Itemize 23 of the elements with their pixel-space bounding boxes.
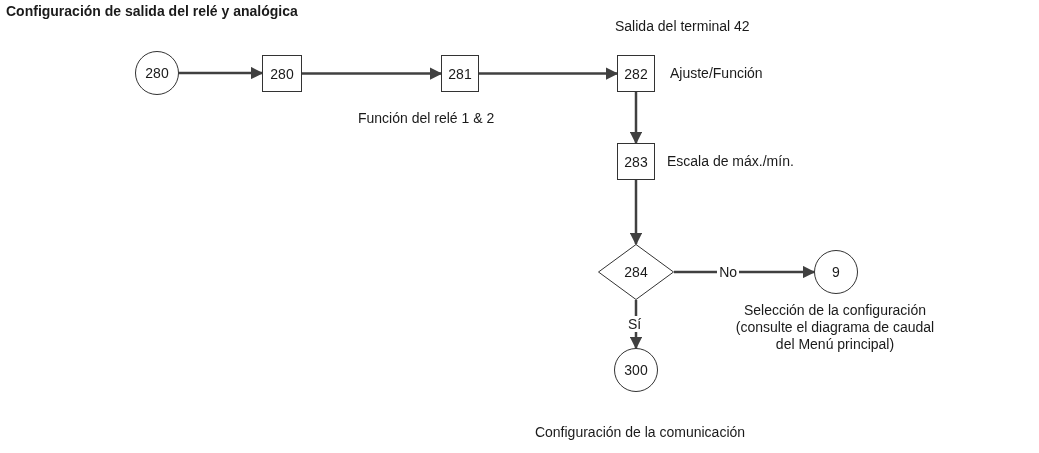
- arrow: [479, 67, 619, 80]
- arrow: [179, 66, 264, 80]
- connector-circle: 280: [135, 51, 179, 95]
- node-caption: Salida del terminal 42: [615, 18, 751, 35]
- node-caption: Escala de máx./mín.: [667, 153, 795, 170]
- process-box: 280: [262, 55, 302, 92]
- decision-diamond: 284: [598, 244, 674, 300]
- node-caption: Función del relé 1 & 2: [358, 110, 496, 127]
- arrow: [629, 180, 643, 246]
- edge-label: No: [717, 264, 740, 280]
- node-caption: Selección de la configuración (consulte el diagrama de caudal del Menú principal): [735, 302, 935, 353]
- process-box: 281: [441, 55, 479, 92]
- process-box: 282: [617, 55, 655, 92]
- arrow: [674, 265, 816, 279]
- arrow: [629, 92, 643, 145]
- edge-label: Sí: [626, 316, 644, 332]
- node-caption: Configuración de la comunicación: [533, 424, 747, 441]
- arrow: [302, 67, 443, 80]
- connector-circle: 300: [614, 348, 658, 392]
- diagram-title: Configuración de salida del relé y analógica: [6, 3, 298, 19]
- process-box: 283: [617, 143, 655, 180]
- connector-circle: 9: [814, 250, 858, 294]
- node-caption: Ajuste/Función: [670, 65, 764, 82]
